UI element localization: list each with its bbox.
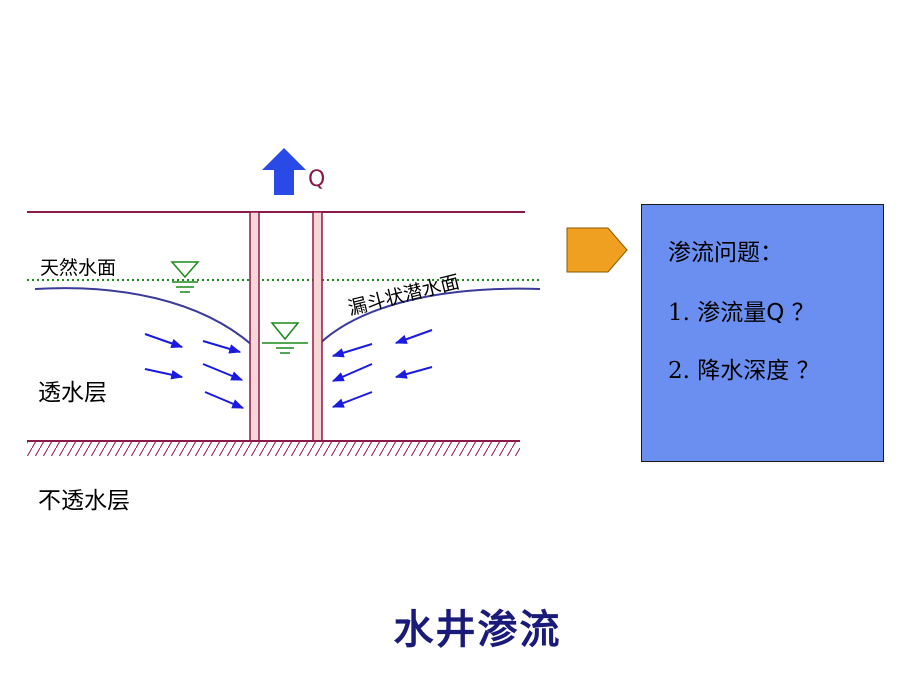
- permeable-layer-label: 透水层: [38, 380, 107, 406]
- question-text: 降水深度 ？: [697, 358, 820, 384]
- flow-arrows-right: [331, 329, 433, 408]
- well-casing-right: [312, 211, 323, 442]
- flow-arrow: [144, 333, 184, 348]
- page-title: 水井渗流: [393, 607, 562, 653]
- right-chevron-arrow-icon: [566, 227, 628, 273]
- water-level-marker-icon: [170, 261, 200, 293]
- question-number: 2.: [668, 358, 690, 384]
- flow-arrow: [204, 391, 245, 409]
- funnel-phreatic-surface-label: 漏斗状潜水面: [346, 271, 462, 320]
- question-number: 1.: [668, 300, 690, 326]
- discharge-up-arrow-icon: [262, 148, 306, 195]
- well-casing-left: [249, 211, 260, 442]
- question-item: 1. 渗流量Q ？: [668, 293, 883, 327]
- panel-heading: 渗流问题：: [668, 240, 783, 266]
- flow-arrow: [331, 343, 373, 358]
- flow-arrow: [202, 363, 244, 381]
- seepage-questions-panel: 渗流问题： 1. 渗流量Q ？ 2. 降水深度 ？: [641, 204, 884, 462]
- phreatic-surface-left-curve: [34, 287, 253, 346]
- flow-arrow: [144, 368, 184, 380]
- natural-water-level-label: 天然水面: [40, 257, 116, 279]
- flow-arrow: [202, 340, 242, 354]
- flow-arrow: [331, 363, 373, 382]
- flow-arrow: [394, 366, 433, 379]
- impermeable-hatching: [27, 442, 520, 456]
- flow-arrow: [331, 391, 373, 408]
- impermeable-layer-label: 不透水层: [38, 488, 130, 514]
- flow-arrow: [394, 329, 433, 344]
- flow-arrows-left: [144, 333, 245, 409]
- phreatic-surface-right-curve: [317, 287, 541, 346]
- question-text: 渗流量Q ？: [697, 300, 815, 326]
- discharge-label: Q: [308, 167, 325, 192]
- well-water-level-marker-icon: [262, 322, 308, 354]
- question-item: 2. 降水深度 ？: [668, 351, 883, 385]
